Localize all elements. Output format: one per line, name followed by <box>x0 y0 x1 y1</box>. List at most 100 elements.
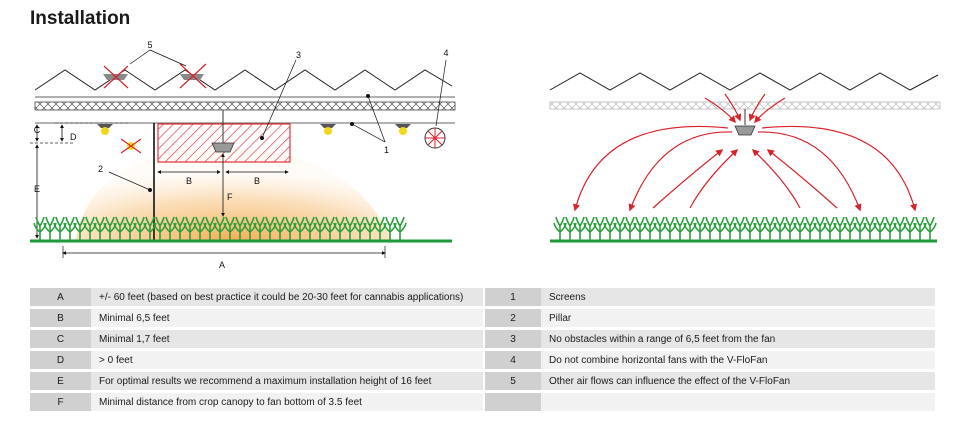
plant-icon <box>693 216 707 240</box>
plant-icon <box>683 216 697 240</box>
row-key: A <box>30 288 91 306</box>
plant-icon <box>263 216 277 240</box>
label-5: 5 <box>147 40 152 50</box>
plant-icon <box>873 216 887 240</box>
plant-icon <box>553 216 567 240</box>
plant-icon <box>33 216 47 240</box>
left-diagram: C D E B B F A 1 2 3 4 5 <box>30 40 456 270</box>
leader-1 <box>351 95 386 143</box>
plant-icon <box>333 216 347 240</box>
lamp-icon <box>97 124 113 135</box>
row-description: Minimal 6,5 feet <box>91 309 483 327</box>
row-key: 5 <box>485 372 541 390</box>
row-key: B <box>30 309 91 327</box>
row-description: Minimal 1,7 feet <box>91 330 483 348</box>
plant-icon <box>793 216 807 240</box>
row-key: F <box>30 393 91 411</box>
plant-icon <box>883 216 897 240</box>
plant-icon <box>383 216 397 240</box>
plant-icon <box>663 216 677 240</box>
plant-icon <box>233 216 247 240</box>
lamp-icon <box>320 124 336 135</box>
plant-icon <box>83 216 97 240</box>
plant-icon <box>303 216 317 240</box>
crossed-fan-icon <box>103 65 129 89</box>
plant-icon <box>143 216 157 240</box>
row-description: Pillar <box>541 309 935 327</box>
roof-truss <box>34 101 456 111</box>
plant-icon <box>633 216 647 240</box>
row-key: D <box>30 351 91 369</box>
plant-icon <box>363 216 377 240</box>
plant-icon <box>133 216 147 240</box>
label-b: B <box>186 176 192 186</box>
plant-icon <box>103 216 117 240</box>
dimensions-table: A+/- 60 feet (based on best practice it … <box>30 285 483 414</box>
greenhouse-roof <box>549 72 939 91</box>
dimension-row: D> 0 feet <box>30 351 483 369</box>
plant-icon <box>673 216 687 240</box>
row-key: E <box>30 372 91 390</box>
label-d: D <box>70 132 77 142</box>
plant-icon <box>273 216 287 240</box>
plant-icon <box>43 216 57 240</box>
plant-icon <box>803 216 817 240</box>
plant-icon <box>773 216 787 240</box>
plant-icon <box>823 216 837 240</box>
leader-4 <box>435 59 447 127</box>
leader-3 <box>261 59 297 139</box>
plant-icon <box>343 216 357 240</box>
plant-icon <box>863 216 877 240</box>
plant-icon <box>603 216 617 240</box>
plant-icon <box>703 216 717 240</box>
plant-icon <box>813 216 827 240</box>
plant-icon <box>213 216 227 240</box>
plant-icon <box>313 216 327 240</box>
plant-icon <box>123 216 137 240</box>
plant-icon <box>743 216 757 240</box>
row-key: 4 <box>485 351 541 369</box>
plant-icon <box>643 216 657 240</box>
row-description: Screens <box>541 288 935 306</box>
plant-icon <box>723 216 737 240</box>
crossed-fan-icon <box>179 63 207 89</box>
row-key: C <box>30 330 91 348</box>
plant-icon <box>833 216 847 240</box>
plant-icon <box>93 216 107 240</box>
plant-icon <box>153 216 167 240</box>
plant-icon <box>853 216 867 240</box>
plant-icon <box>323 216 337 240</box>
plant-icon <box>843 216 857 240</box>
plant-icon <box>113 216 127 240</box>
row-description: Do not combine horizontal fans with the … <box>541 351 935 369</box>
row-description: +/- 60 feet (based on best practice it c… <box>91 288 483 306</box>
label-3: 3 <box>296 50 301 60</box>
leader-5 <box>129 49 187 67</box>
row-description: No obstacles within a range of 6,5 feet … <box>541 330 935 348</box>
row-key: 1 <box>485 288 541 306</box>
plant-icon <box>293 216 307 240</box>
page-title: Installation <box>30 8 131 29</box>
crop-row <box>553 216 937 240</box>
dimension-row: A+/- 60 feet (based on best practice it … <box>30 288 483 306</box>
plant-icon <box>563 216 577 240</box>
crossed-lamp-icon <box>120 138 142 154</box>
plant-icon <box>353 216 367 240</box>
leader-2 <box>108 171 151 191</box>
lamp-icon <box>395 124 411 135</box>
plant-icon <box>163 216 177 240</box>
plant-icon <box>253 216 267 240</box>
plant-icon <box>763 216 777 240</box>
row-description: Other air flows can influence the effect… <box>541 372 935 390</box>
plant-icon <box>573 216 587 240</box>
plant-icon <box>63 216 77 240</box>
plant-icon <box>783 216 797 240</box>
